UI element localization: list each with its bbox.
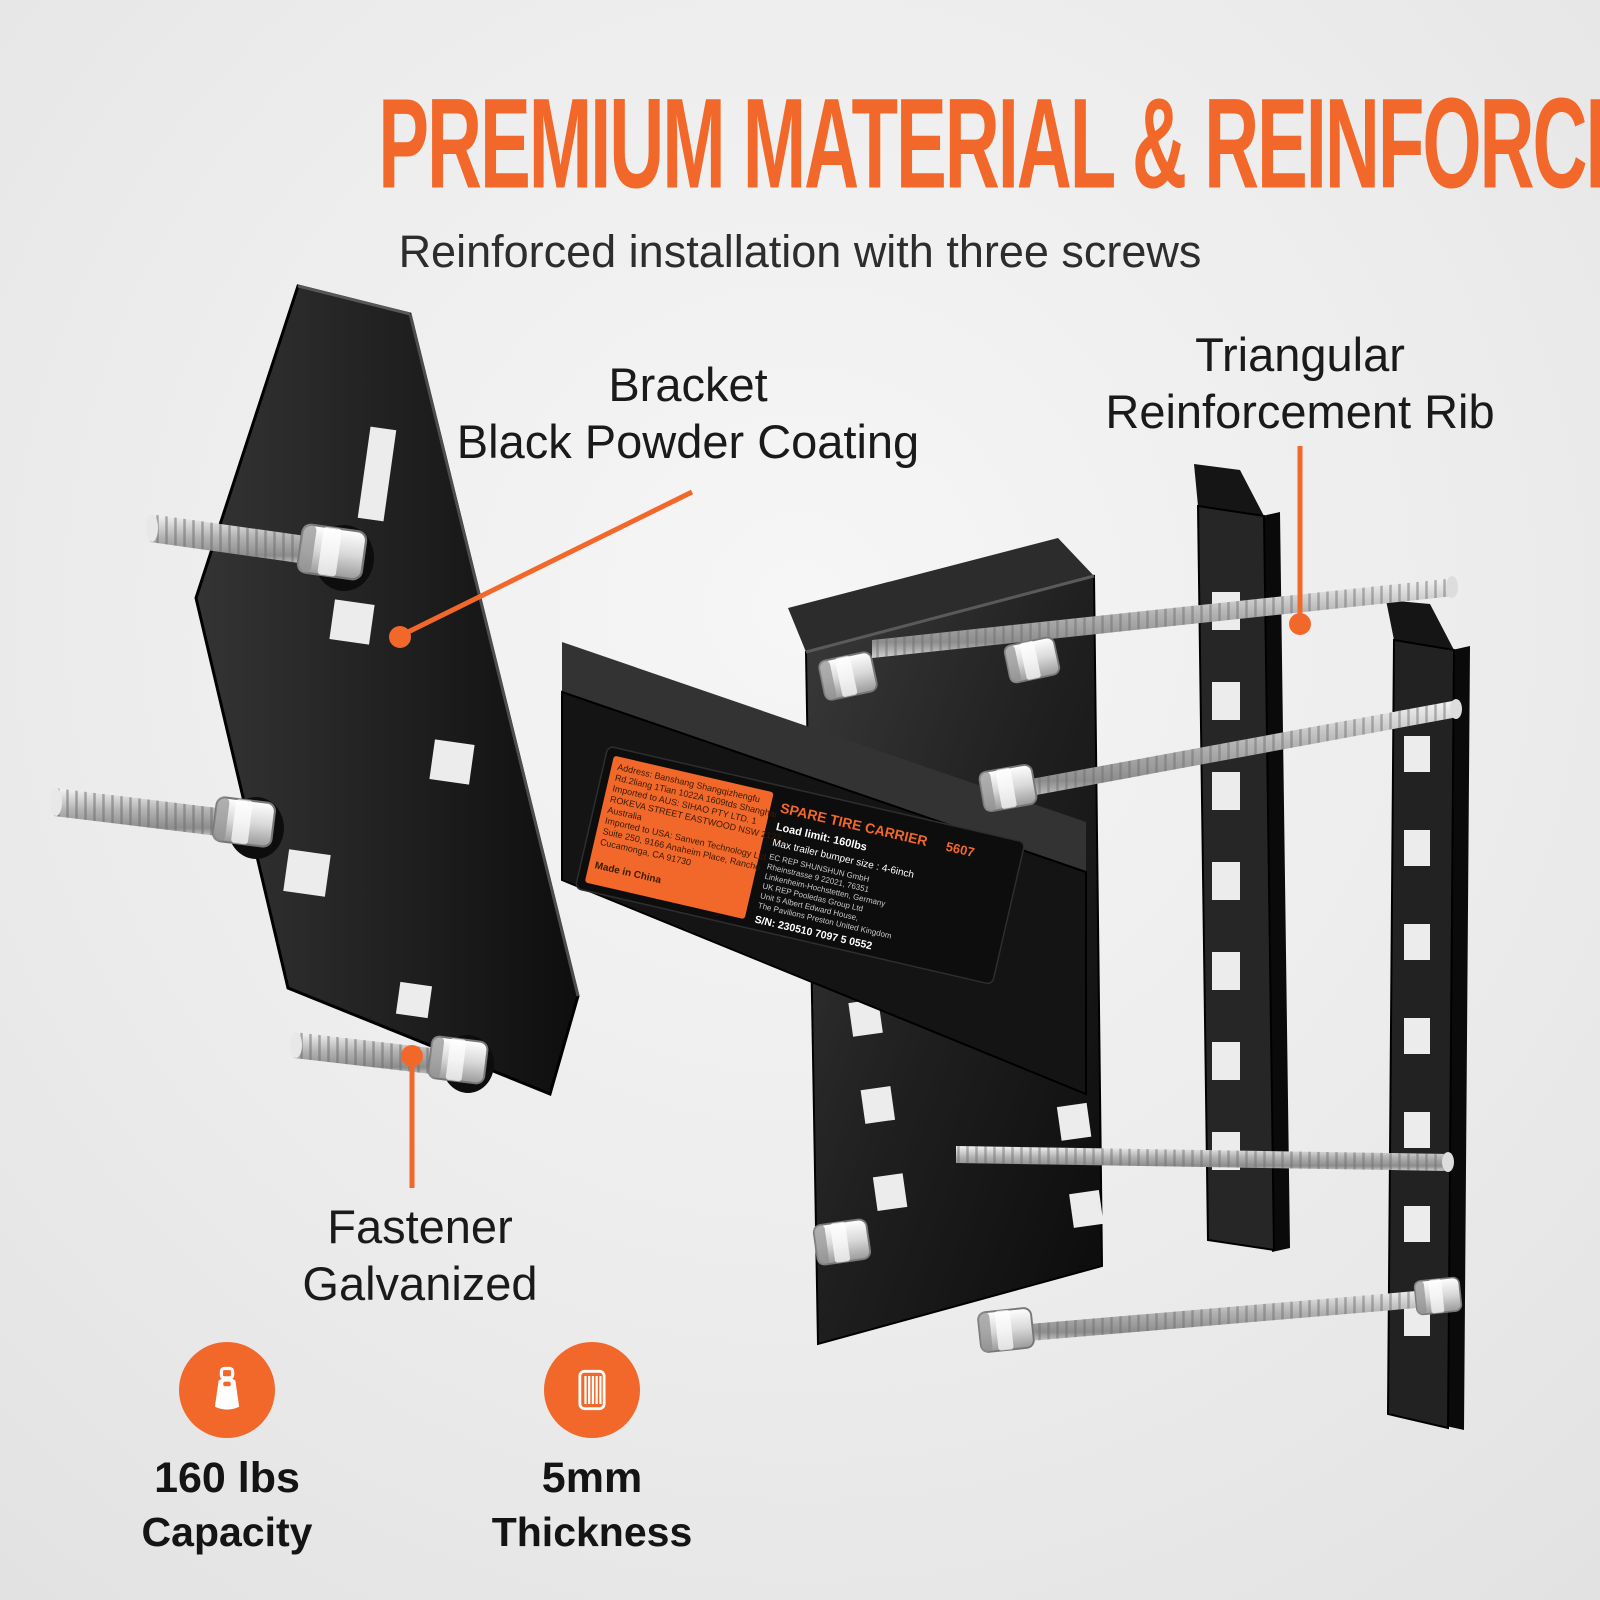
feature-thickness: 5mm Thickness xyxy=(472,1342,712,1556)
threaded-rod-upper xyxy=(1004,699,1462,801)
header: PREMIUM MATERIAL & REINFORCED DESIGN xyxy=(0,70,1600,215)
hex-nut xyxy=(295,522,369,582)
rail-near xyxy=(1194,464,1290,1252)
callout-fastener-line2: Galvanized xyxy=(302,1257,538,1311)
callout-lines xyxy=(389,446,1311,1188)
hex-nut xyxy=(811,1217,873,1267)
capacity-value: 160 lbs xyxy=(154,1454,300,1502)
fastener-bolts xyxy=(50,514,494,1093)
weight-icon xyxy=(179,1342,275,1438)
mounting-beam: Address: Banshang Shangqizhengfu Rd.2lia… xyxy=(561,642,1087,1096)
callout-fastener: Fastener Galvanized xyxy=(170,1198,670,1313)
callout-fastener-line1: Fastener xyxy=(327,1200,513,1253)
hex-nut xyxy=(1413,1276,1463,1316)
bolt-bottom xyxy=(290,1032,494,1093)
thickness-label: Thickness xyxy=(491,1509,693,1555)
threaded-rods xyxy=(872,576,1462,1343)
hex-nut xyxy=(976,1306,1036,1354)
bracket-callout-line xyxy=(402,489,694,637)
page-subtitle: Reinforced installation with three screw… xyxy=(398,226,1202,277)
capacity-label: Capacity xyxy=(141,1509,313,1555)
bolt-top xyxy=(146,514,374,591)
rib-callout-dot xyxy=(1289,613,1311,635)
label-model: 5607 xyxy=(944,839,976,860)
hex-nut xyxy=(211,795,277,849)
bolt-middle xyxy=(50,788,284,859)
callout-bracket: Bracket Black Powder Coating xyxy=(438,356,938,471)
threaded-rod-top xyxy=(872,576,1458,658)
callout-rib: Triangular Reinforcement Rib xyxy=(1050,326,1550,441)
bracket-callout-dot xyxy=(389,626,411,648)
thickness-value: 5mm xyxy=(541,1454,643,1502)
callout-bracket-line1: Bracket xyxy=(608,358,768,411)
left-plate xyxy=(194,284,580,1097)
product-label: Address: Banshang Shangqizhengfu Rd.2lia… xyxy=(575,746,1025,985)
rail-far xyxy=(1386,600,1470,1430)
hex-nut xyxy=(977,762,1039,814)
threaded-rod-lower xyxy=(956,1146,1454,1172)
callout-rib-line2: Reinforcement Rib xyxy=(1105,385,1495,439)
page-title: PREMIUM MATERIAL & REINFORCED DESIGN xyxy=(378,72,1600,215)
hex-nut xyxy=(426,1034,490,1086)
thickness-icon xyxy=(544,1342,640,1438)
callout-rib-line1: Triangular xyxy=(1195,328,1405,381)
fastener-callout-dot xyxy=(401,1045,423,1067)
callout-bracket-line2: Black Powder Coating xyxy=(456,415,920,469)
feature-capacity: 160 lbs Capacity xyxy=(107,1342,347,1556)
